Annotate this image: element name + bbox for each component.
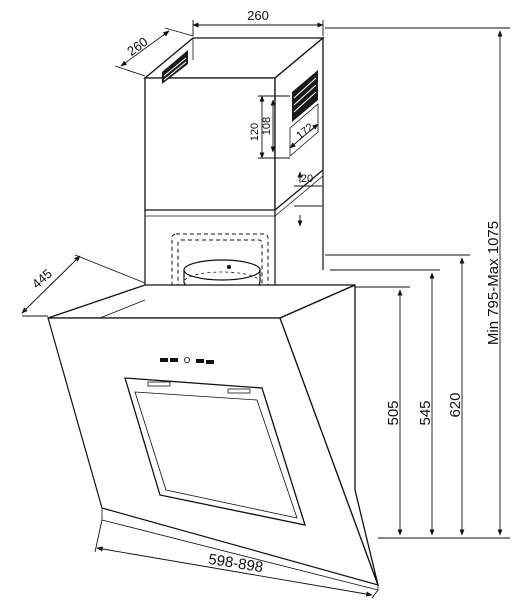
label-height-outer: 620 (447, 392, 464, 417)
label-hood-depth: 445 (29, 266, 55, 292)
label-width-range: 598-898 (207, 551, 264, 576)
vent-grille-right (292, 70, 318, 122)
label-height-body: 505 (385, 400, 402, 425)
dim-bracket-offset: 20 (294, 171, 322, 227)
vent-grille-left (162, 50, 188, 84)
label-vent-outer: 120 (249, 123, 261, 141)
label-duct-width: 260 (247, 8, 269, 23)
dim-duct-width: 260 (192, 8, 324, 36)
chimney-duct (143, 36, 325, 212)
label-duct-depth: 260 (124, 34, 150, 59)
dim-vent-height: 120 108 (249, 95, 290, 159)
label-total-height: Min 795-Max 1075 (485, 221, 502, 345)
label-vent-inner: 108 (261, 117, 273, 135)
dim-heights: 505 545 620 Min 795-Max 1075 (325, 27, 510, 539)
label-bracket-offset: 20 (301, 173, 313, 185)
control-panel (160, 356, 214, 364)
glass-front-panel (47, 284, 379, 591)
label-height-mid: 545 (417, 400, 434, 425)
